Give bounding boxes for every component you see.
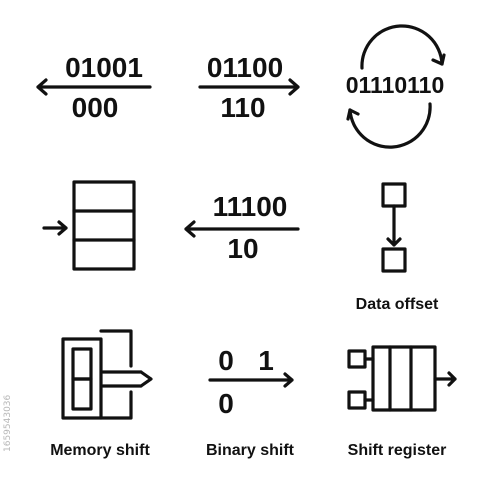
stock-id-watermark: 1659543036 <box>3 394 13 452</box>
left-arrow-2-icon <box>184 220 300 238</box>
memory-shift-label: Memory shift <box>50 442 150 459</box>
memory-unit-icon <box>61 337 103 420</box>
left-arrow-icon <box>36 78 152 96</box>
binary-shift-top-left: 0 <box>218 345 234 376</box>
double-arrow-icon <box>101 370 153 388</box>
rotate-digits: 01110110 <box>346 72 445 98</box>
binary-shift-bottom: 0 <box>218 388 234 419</box>
binary-shift-icon: 0 1 0 Binary shift <box>206 345 295 459</box>
memory-shift-icon: Memory shift <box>50 329 153 459</box>
down-arrow-icon <box>386 204 402 247</box>
offset-source-box-icon <box>381 182 407 208</box>
data-offset-label: Data offset <box>356 296 439 313</box>
shift-bracket-icon <box>99 329 133 420</box>
shift-left-2-bottom-digits: 10 <box>227 233 258 264</box>
shift-right-top-digits: 01100 <box>207 52 283 83</box>
shift-left-2-top-digits: 11100 <box>213 191 288 222</box>
binary-shift-top-right: 1 <box>258 345 274 376</box>
rotate-bits-icon: 01110110 <box>346 24 446 149</box>
memory-insert-icon <box>42 180 136 271</box>
right-arrow-2-icon <box>208 372 294 388</box>
shift-left-bottom-digits: 000 <box>72 92 119 123</box>
binary-shift-label: Binary shift <box>206 442 295 459</box>
shift-left-2-icon: 11100 10 <box>184 191 300 264</box>
shift-right-icon: 01100 110 <box>198 52 300 123</box>
register-input-box-icon <box>347 349 367 369</box>
shift-register-icon: Shift register <box>347 345 457 459</box>
shift-left-icon: 01001 000 <box>36 52 152 123</box>
register-out-arrow-icon <box>433 371 457 387</box>
offset-target-box-icon <box>381 247 407 273</box>
right-arrow-icon <box>198 78 300 96</box>
shift-register-label: Shift register <box>348 442 447 459</box>
in-arrow-icon <box>42 220 68 236</box>
shift-right-bottom-digits: 110 <box>220 92 265 123</box>
register-block-icon <box>371 345 437 412</box>
memory-block-icon <box>72 180 136 271</box>
rotate-arrow-bottom-icon <box>348 102 432 149</box>
data-offset-icon: Data offset <box>356 182 439 313</box>
shift-left-top-digits: 01001 <box>65 52 143 83</box>
rotate-arrow-top-icon <box>360 24 444 70</box>
